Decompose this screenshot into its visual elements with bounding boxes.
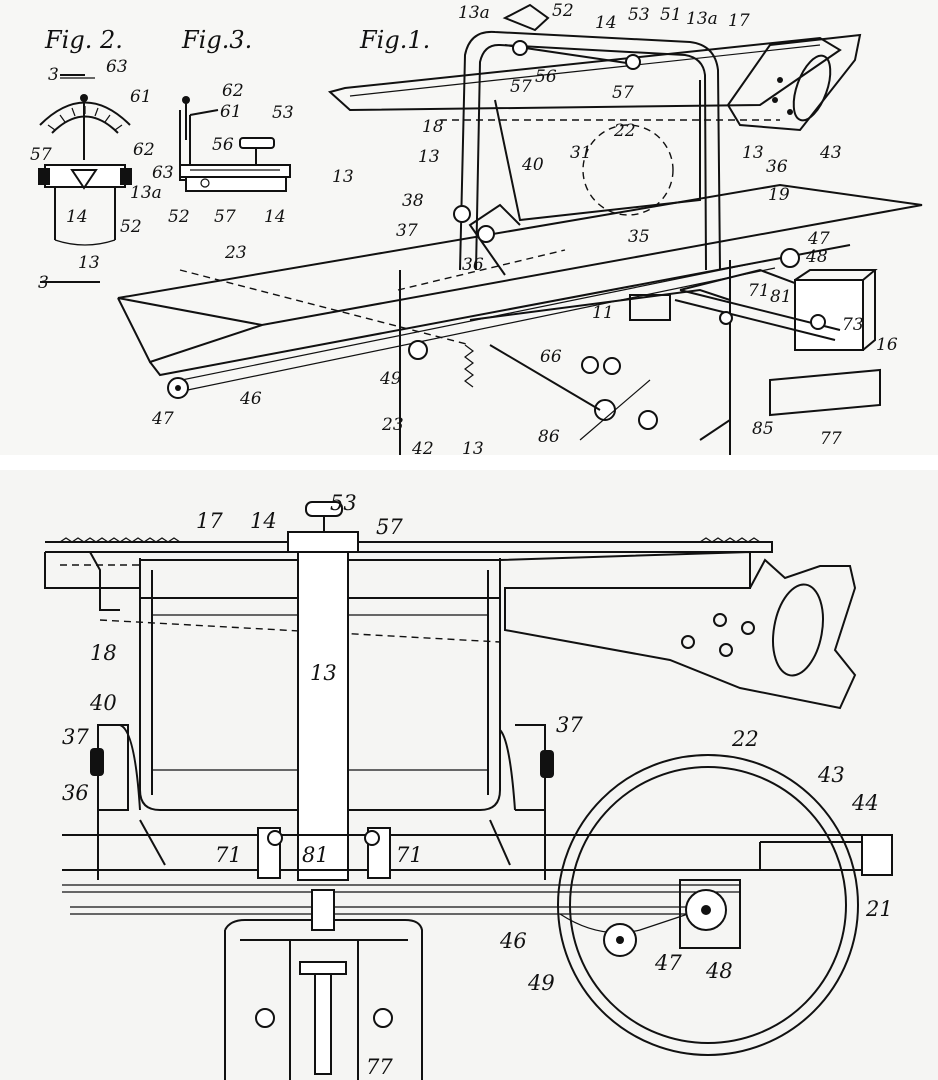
elevation-label: 37 [62, 725, 89, 749]
fig3-label: 52 [168, 207, 190, 227]
fig1-label: 13 [742, 143, 764, 163]
fig1-label: 51 [660, 5, 682, 25]
fig3-title: Fig.3. [181, 26, 252, 54]
fig1-label: 16 [876, 335, 898, 355]
fig1-label: 23 [381, 415, 404, 435]
fig1-label: 66 [540, 347, 562, 367]
fig3-label: 56 [212, 135, 234, 155]
fig1-label: 43 [819, 143, 842, 163]
fig3-label: 57 [214, 207, 236, 227]
elevation-label: 49 [527, 971, 555, 995]
side-elevation [44, 501, 893, 1080]
fig1-label: 13 [418, 147, 440, 167]
fig1-label: 40 [521, 155, 544, 175]
fig1-label: 19 [768, 185, 790, 205]
fig3-label: 62 [222, 81, 244, 101]
elevation-label: 40 [89, 691, 117, 715]
elevation-label: 17 [196, 509, 223, 533]
fig1-label: 36 [462, 255, 484, 275]
fig2-title: Fig. 2. [44, 26, 123, 54]
elevation-label: 22 [731, 727, 759, 751]
fig1-label: 18 [422, 117, 444, 137]
fig1-label: 48 [805, 247, 828, 267]
fig1-label: 49 [379, 369, 402, 389]
elevation-label: 81 [302, 843, 329, 867]
elevation-label: 36 [62, 781, 89, 805]
patent-drawing-bottom: 17 14 53 57 18 13 40 37 37 36 22 43 44 7… [0, 470, 938, 1080]
fig1-label: 47 [151, 409, 174, 429]
elevation-label: 48 [705, 959, 733, 983]
fig1-machine [117, 3, 923, 455]
fig3-label: 53 [272, 103, 294, 123]
elevation-label: 13 [310, 661, 337, 685]
fig2-gauge [38, 74, 132, 283]
fig1-label: 56 [535, 67, 557, 87]
fig3-label: 14 [264, 207, 286, 227]
fig1-label: 36 [766, 157, 788, 177]
fig2-label: 3 [38, 273, 49, 293]
fig1-title: Fig.1. [359, 26, 430, 54]
fig2-label: 3 [48, 65, 59, 85]
fig1-label: 52 [552, 1, 574, 21]
panel-separator [0, 455, 938, 470]
fig1-label: 13 [462, 439, 484, 455]
elevation-label: 77 [366, 1055, 393, 1079]
elevation-label: 18 [90, 641, 117, 665]
fig2-label: 61 [130, 87, 152, 107]
elevation-label: 53 [330, 491, 357, 515]
fig1-label: 38 [402, 191, 424, 211]
fig2-label: 62 [133, 140, 155, 160]
fig1-label: 35 [628, 227, 650, 247]
fig1-label: 14 [595, 13, 617, 33]
fig1-label: 53 [628, 5, 650, 25]
fig1-label: 23 [224, 243, 247, 263]
fig1-label: 86 [538, 427, 560, 447]
fig3-section [179, 96, 291, 192]
elevation-label: 57 [376, 515, 403, 539]
patent-drawing-top: Fig. 2. Fig.3. Fig.1. 3 63 61 62 57 13a … [0, 0, 938, 455]
fig1-label: 46 [239, 389, 262, 409]
fig2-label: 63 [106, 57, 128, 77]
fig3-label: 63 [152, 163, 174, 183]
elevation-label: 44 [851, 791, 879, 815]
fig1-label: 42 [411, 439, 434, 455]
fig3-label: 13 [332, 167, 354, 187]
elevation-label: 43 [817, 763, 845, 787]
fig1-label: 11 [592, 303, 614, 323]
fig2-label: 57 [30, 145, 52, 165]
elevation-label: 37 [556, 713, 583, 737]
fig3-label: 61 [220, 102, 242, 122]
fig1-label: 31 [570, 143, 592, 163]
elevation-label: 46 [499, 929, 527, 953]
elevation-label: 71 [215, 843, 242, 867]
fig1-label: 85 [752, 419, 774, 439]
fig2-label: 52 [120, 217, 142, 237]
fig1-label: 22 [613, 121, 636, 141]
side-elevation-drawing: 17 14 53 57 18 13 40 37 37 36 22 43 44 7… [44, 491, 893, 1080]
elevation-label: 14 [250, 509, 277, 533]
fig1-label: 71 [748, 281, 770, 301]
fig1-label: 17 [728, 11, 750, 31]
fig1-label: 81 [770, 287, 792, 307]
fig2-label: 14 [66, 207, 88, 227]
fig2-label: 13a [130, 183, 162, 203]
fig1-label: 37 [396, 221, 418, 241]
elevation-label: 71 [396, 843, 423, 867]
elevation-label: 21 [865, 897, 893, 921]
fig1-label: 57 [612, 83, 634, 103]
fig1-label: 47 [807, 229, 830, 249]
fig-1-2-3-drawing: Fig. 2. Fig.3. Fig.1. 3 63 61 62 57 13a … [30, 1, 923, 455]
fig1-label: 13a [686, 9, 718, 29]
fig1-label: 77 [820, 429, 842, 449]
fig1-label: 13a [458, 3, 490, 23]
elevation-label: 47 [654, 951, 682, 975]
fig1-label: 57 [510, 77, 532, 97]
fig1-label: 73 [842, 315, 864, 335]
fig2-label: 13 [78, 253, 100, 273]
